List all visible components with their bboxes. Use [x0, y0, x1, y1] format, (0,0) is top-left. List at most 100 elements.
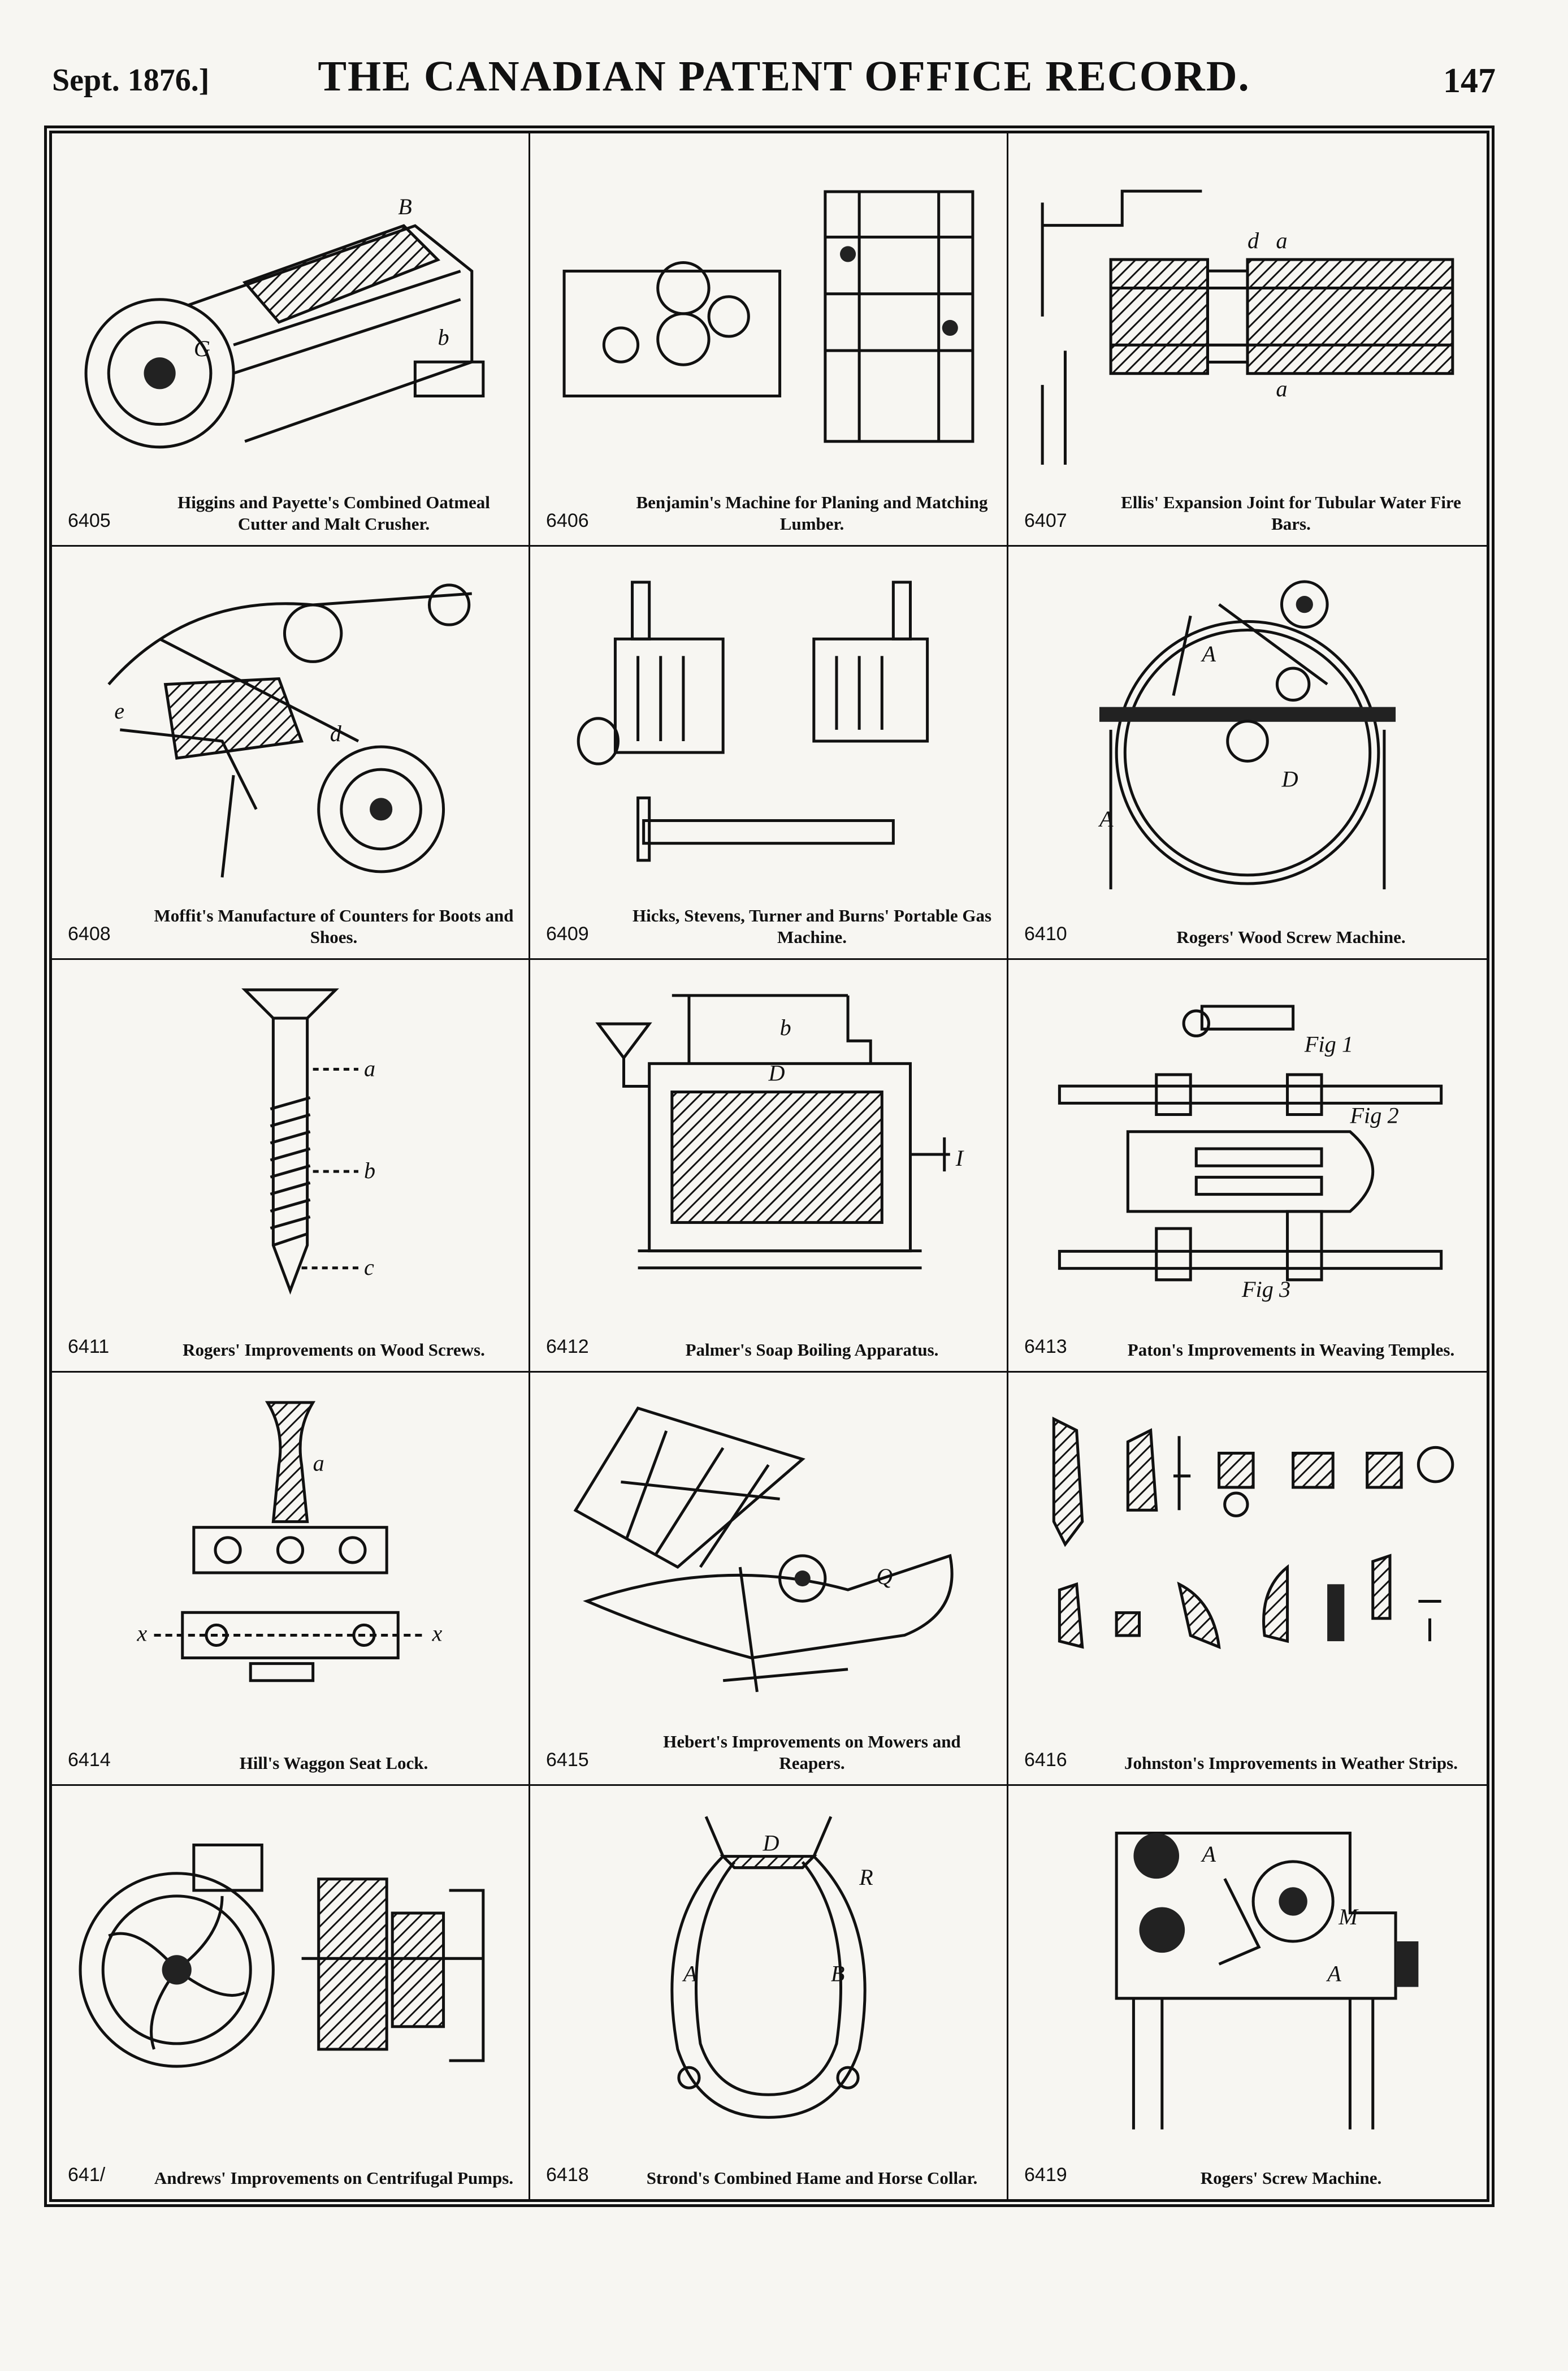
weaving-temple-illustration: Fig 1 Fig 2 Fig 3 — [1031, 983, 1464, 1304]
mower-reaper-illustration: Q — [553, 1395, 984, 1716]
part-label: G — [194, 336, 210, 361]
patent-number: 6411 — [68, 1336, 110, 1358]
caption-text: Moffit's Manufacture of Counters for Boo… — [154, 905, 514, 947]
part-label: A — [1326, 1961, 1341, 1987]
part-label: M — [1338, 1904, 1359, 1929]
figure-cell: e d 6408 Moffit's Manufacture of Counter… — [52, 546, 530, 960]
patent-figure-grid: B G b 6405 Higgins and Payette's Combine… — [44, 126, 1495, 2207]
part-label: D — [1281, 766, 1298, 791]
figure-caption: 6410 Rogers' Wood Screw Machine. — [1024, 923, 1473, 948]
patent-number: 6414 — [68, 1749, 111, 1771]
part-label: e — [114, 698, 124, 724]
figure-caption: 6419 Rogers' Screw Machine. — [1024, 2164, 1473, 2189]
part-label: Fig 1 — [1304, 1031, 1353, 1057]
part-label: Q — [876, 1564, 893, 1589]
patent-number: 6408 — [68, 923, 111, 945]
screw-machine-illustration: A A M — [1031, 1808, 1464, 2131]
part-label: a — [313, 1451, 324, 1476]
waggon-seat-lock-illustration: a x x — [75, 1395, 506, 1716]
caption-text: Rogers' Screw Machine. — [1200, 2167, 1382, 2188]
caption-text: Strond's Combined Hame and Horse Collar. — [646, 2167, 978, 2188]
patent-number: 641/ — [68, 2164, 106, 2186]
page-number: 147 — [1443, 62, 1496, 100]
part-label: b — [780, 1015, 791, 1040]
figure-cell: 641/ Andrews' Improvements on Centrifuga… — [52, 1786, 530, 2199]
issue-date: Sept. 1876.] — [52, 63, 210, 98]
figure-cell: D R A B 6418 Strond's Combined Hame and … — [530, 1786, 1008, 2199]
soap-boiling-apparatus-illustration: b D I — [553, 983, 984, 1304]
patent-number: 6412 — [546, 1336, 589, 1358]
patent-number: 6418 — [546, 2164, 589, 2186]
part-label: d — [330, 721, 342, 746]
figure-caption: 6411 Rogers' Improvements on Wood Screws… — [68, 1336, 515, 1361]
figure-cell: 6406 Benjamin's Machine for Planing and … — [530, 133, 1008, 547]
figure-cell: 6416 Johnston's Improvements in Weather … — [1008, 1373, 1487, 1786]
part-label: R — [859, 1864, 873, 1890]
figure-caption: 6412 Palmer's Soap Boiling Apparatus. — [546, 1336, 993, 1361]
planing-machine-illustration — [553, 156, 984, 477]
caption-text: Hebert's Improvements on Mowers and Reap… — [663, 1732, 961, 1773]
patent-number: 6419 — [1024, 2164, 1067, 2186]
figure-caption: 6416 Johnston's Improvements in Weather … — [1024, 1749, 1473, 1774]
part-label: x — [136, 1621, 147, 1646]
part-label: I — [955, 1145, 964, 1171]
part-label: A — [1098, 806, 1114, 832]
part-label: A — [1200, 641, 1216, 667]
patent-number: 6415 — [546, 1749, 589, 1771]
patent-number: 6413 — [1024, 1336, 1067, 1358]
figure-caption: 6414 Hill's Waggon Seat Lock. — [68, 1749, 515, 1774]
caption-text: Rogers' Wood Screw Machine. — [1176, 927, 1406, 947]
patent-number: 6407 — [1024, 509, 1067, 531]
patent-number: 6405 — [68, 509, 111, 531]
part-label: D — [768, 1060, 785, 1085]
figure-cell: 6409 Hicks, Stevens, Turner and Burns' P… — [530, 546, 1008, 960]
caption-text: Paton's Improvements in Weaving Temples. — [1127, 1340, 1455, 1360]
figure-cell: A A M 6419 Rogers' Screw Machine. — [1008, 1786, 1487, 2199]
figure-cell: d a a 6407 Ellis' Expansion Joint for Tu… — [1008, 133, 1487, 547]
figure-cell: a x x 6414 Hill's Waggon Seat Lock. — [52, 1373, 530, 1786]
part-label: b — [364, 1158, 375, 1183]
figure-caption: 6418 Strond's Combined Hame and Horse Co… — [546, 2164, 993, 2189]
gas-machine-illustration — [553, 569, 984, 890]
hame-horse-collar-illustration: D R A B — [553, 1808, 984, 2131]
part-label: Fig 3 — [1241, 1277, 1290, 1302]
figure-caption: 6409 Hicks, Stevens, Turner and Burns' P… — [546, 905, 993, 948]
part-label: D — [762, 1831, 779, 1856]
figure-cell: Fig 1 Fig 2 Fig 3 6413 Paton's Improveme… — [1008, 960, 1487, 1373]
figure-caption: 641/ Andrews' Improvements on Centrifuga… — [68, 2164, 515, 2189]
figure-cell: A A D 6410 Rogers' Wood Screw Machine. — [1008, 547, 1487, 960]
caption-text: Benjamin's Machine for Planing and Match… — [636, 492, 988, 534]
figure-cell: B G b 6405 Higgins and Payette's Combine… — [52, 133, 530, 547]
part-label: A — [1200, 1841, 1216, 1867]
page-title: THE CANADIAN PATENT OFFICE RECORD. — [318, 53, 1250, 100]
part-label: c — [364, 1254, 374, 1279]
caption-text: Ellis' Expansion Joint for Tubular Water… — [1121, 492, 1461, 534]
figure-caption: 6407 Ellis' Expansion Joint for Tubular … — [1024, 492, 1473, 535]
figure-cell: a b c 6411 Rogers' Improvements on Wood … — [52, 959, 530, 1373]
wood-screw-illustration: a b c — [75, 983, 506, 1304]
part-label: x — [431, 1621, 442, 1646]
caption-text: Hill's Waggon Seat Lock. — [239, 1753, 428, 1773]
wood-screw-machine-illustration: A A D — [1031, 569, 1464, 890]
caption-text: Rogers' Improvements on Wood Screws. — [183, 1340, 485, 1360]
boot-counter-machine-illustration: e d — [75, 569, 506, 890]
part-label: a — [364, 1055, 375, 1081]
caption-text: Palmer's Soap Boiling Apparatus. — [685, 1340, 939, 1360]
caption-text: Hicks, Stevens, Turner and Burns' Portab… — [632, 905, 992, 947]
patent-number: 6416 — [1024, 1749, 1067, 1771]
part-label: B — [398, 194, 412, 219]
figure-caption: 6415 Hebert's Improvements on Mowers and… — [546, 1731, 993, 1774]
patent-number: 6410 — [1024, 923, 1067, 945]
figure-cell: b D I 6412 Palmer's Soap Boiling Apparat… — [530, 959, 1008, 1373]
caption-text: Higgins and Payette's Combined Oatmeal C… — [177, 492, 490, 534]
figure-caption: 6408 Moffit's Manufacture of Counters fo… — [68, 905, 515, 948]
caption-text: Andrews' Improvements on Centrifugal Pum… — [154, 2167, 514, 2188]
part-label: d — [1248, 228, 1259, 253]
figure-caption: 6405 Higgins and Payette's Combined Oatm… — [68, 492, 515, 535]
oatmeal-cutter-illustration: B G b — [75, 156, 506, 477]
weather-strip-sections-illustration — [1031, 1395, 1464, 1716]
part-label: b — [438, 325, 449, 350]
part-label: a — [1276, 376, 1287, 401]
patent-number: 6406 — [546, 509, 589, 531]
centrifugal-pump-illustration — [75, 1808, 506, 2131]
